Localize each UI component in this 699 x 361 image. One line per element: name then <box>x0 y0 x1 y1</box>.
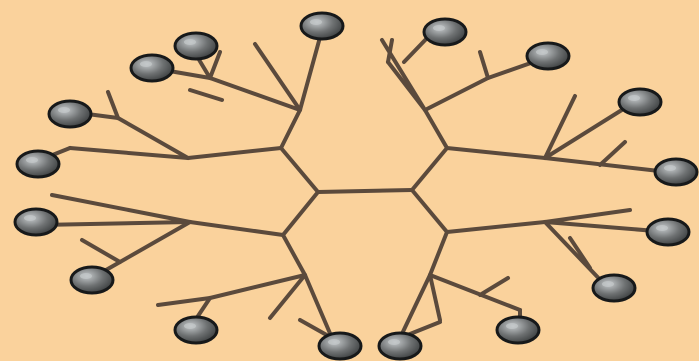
terminal-node-11 <box>175 317 217 343</box>
node-highlight <box>433 25 445 31</box>
node-highlight <box>628 95 640 101</box>
terminal-node-10 <box>319 333 361 359</box>
terminal-node-5 <box>655 159 697 185</box>
node-highlight <box>58 107 70 113</box>
node-highlight <box>310 19 322 25</box>
terminal-node-3 <box>527 43 569 69</box>
terminal-node-6 <box>647 219 689 245</box>
node-highlight <box>328 339 340 345</box>
terminal-node-7 <box>593 275 635 301</box>
node-highlight <box>536 49 548 55</box>
terminal-node-2 <box>424 19 466 45</box>
terminal-node-14 <box>17 151 59 177</box>
terminal-node-12 <box>71 267 113 293</box>
node-highlight <box>656 225 668 231</box>
node-highlight <box>602 281 614 287</box>
node-highlight <box>388 339 400 345</box>
terminal-node-15 <box>49 101 91 127</box>
terminal-node-8 <box>497 317 539 343</box>
terminal-node-9 <box>379 333 421 359</box>
node-highlight <box>80 273 92 279</box>
branch-segment-1 <box>318 190 412 192</box>
terminal-node-13 <box>15 209 57 235</box>
node-highlight <box>26 157 38 163</box>
node-highlight <box>184 323 196 329</box>
node-highlight <box>506 323 518 329</box>
node-highlight <box>184 39 196 45</box>
terminal-node-17 <box>175 33 217 59</box>
terminal-node-1 <box>301 13 343 39</box>
terminal-node-16 <box>131 55 173 81</box>
node-highlight <box>24 215 36 221</box>
terminal-node-4 <box>619 89 661 115</box>
node-highlight <box>664 165 676 171</box>
node-highlight <box>140 61 152 67</box>
